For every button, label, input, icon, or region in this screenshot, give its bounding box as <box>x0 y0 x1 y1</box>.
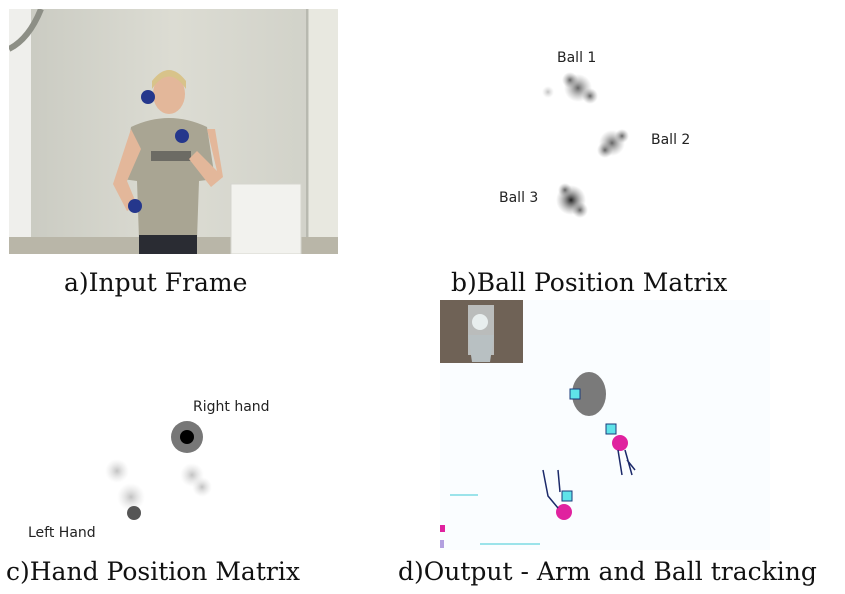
label-right-hand: Right hand <box>193 399 270 415</box>
input-frame-image <box>9 9 338 254</box>
ball-3-cluster <box>556 183 588 218</box>
thumbnail-image <box>440 300 523 363</box>
caption-output-tracking: d)Output - Arm and Ball tracking <box>398 557 817 586</box>
ball-position-matrix: Ball 1 Ball 2 Ball 3 <box>440 30 770 260</box>
hand-position-matrix: Right hand Left Hand <box>9 385 339 545</box>
caption-hand-position-matrix: c)Hand Position Matrix <box>6 557 300 586</box>
label-ball-2: Ball 2 <box>651 132 691 148</box>
ball-1-cluster <box>542 72 598 104</box>
label-left-hand: Left Hand <box>28 525 96 541</box>
ball-2-cluster <box>597 129 629 158</box>
caption-ball-position-matrix: b)Ball Position Matrix <box>451 268 728 297</box>
tracking-output-image <box>440 300 770 550</box>
caption-input-frame: a)Input Frame <box>64 268 248 297</box>
label-ball-1: Ball 1 <box>557 50 597 66</box>
label-ball-3: Ball 3 <box>499 190 539 206</box>
